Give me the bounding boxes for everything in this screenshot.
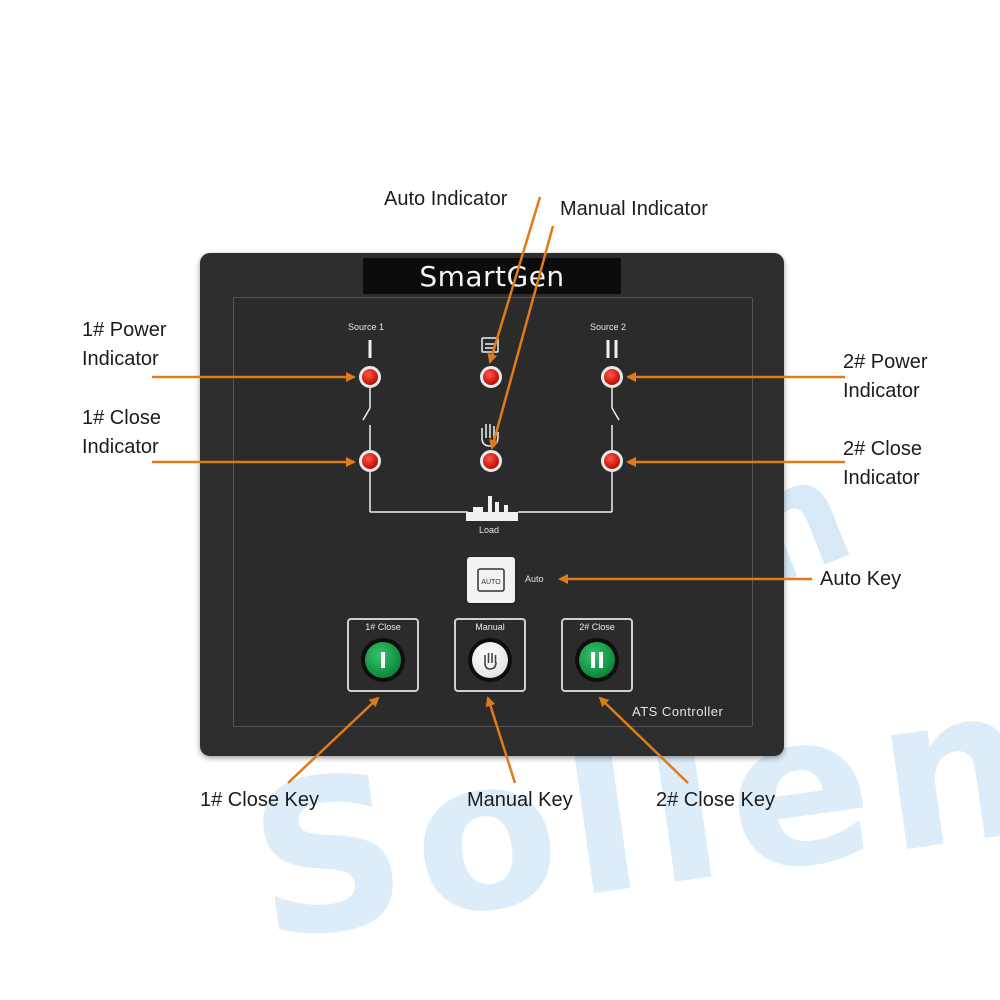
label-1-close-line1: 1# Close	[82, 407, 161, 429]
label-1-close-line2: Indicator	[82, 436, 159, 458]
manual-key[interactable]	[468, 638, 512, 682]
arrow-manual-indicator	[489, 225, 555, 450]
roman-two-icon	[579, 642, 615, 678]
roman-one-icon	[365, 642, 401, 678]
label-2-close-line1: 2# Close	[843, 438, 922, 460]
source2-power-indicator	[601, 366, 623, 388]
arrow-auto-indicator	[487, 196, 542, 364]
switch1-icon	[362, 407, 371, 421]
arrow-2-close-key	[598, 696, 689, 784]
source1-label: Source 1	[348, 322, 385, 332]
load-label: Load	[479, 525, 500, 535]
annotation-arrows	[152, 196, 845, 784]
label-1-close-key: 1# Close Key	[200, 789, 319, 811]
label-2-power-indicator: 2# Power Indicator	[843, 348, 928, 406]
source1-close-indicator	[359, 450, 381, 472]
label-2-close-indicator: 2# Close Indicator	[843, 435, 922, 493]
arrow-manual-key	[485, 696, 517, 784]
close2-key-frame: 2# Close	[561, 618, 633, 692]
manual-key-frame: Manual	[454, 618, 526, 692]
label-1-close-indicator: 1# Close Indicator	[82, 404, 161, 462]
factory-icon	[466, 496, 518, 521]
close2-key[interactable]	[575, 638, 619, 682]
arrow-1-close-key	[287, 696, 380, 784]
label-2-close-line2: Indicator	[843, 467, 920, 489]
label-1-power-line1: 1# Power	[82, 319, 167, 341]
label-2-power-line2: Indicator	[843, 380, 920, 402]
hand-icon	[481, 424, 499, 447]
hand-icon	[472, 642, 508, 678]
close1-key[interactable]	[361, 638, 405, 682]
label-auto-indicator: Auto Indicator	[384, 188, 508, 210]
source2-label: Source 2	[590, 322, 627, 332]
switch2-icon	[611, 407, 620, 421]
auto-key[interactable]: AUTO	[467, 557, 515, 603]
label-manual-key: Manual Key	[467, 789, 573, 811]
auto-label: Auto	[525, 574, 544, 584]
label-2-close-key: 2# Close Key	[656, 789, 775, 811]
label-1-power-indicator: 1# Power Indicator	[82, 316, 167, 374]
auto-key-text: AUTO	[481, 579, 501, 586]
source1-power-indicator	[359, 366, 381, 388]
label-manual-indicator: Manual Indicator	[560, 198, 708, 220]
manual-key-caption: Manual	[475, 622, 505, 632]
model-label: ATS Controller	[632, 704, 724, 719]
auto-mode-icon: AUTO	[477, 568, 505, 592]
source2-close-indicator	[601, 450, 623, 472]
label-1-power-line2: Indicator	[82, 348, 159, 370]
close1-key-caption: 1# Close	[365, 622, 401, 632]
close1-key-frame: 1# Close	[347, 618, 419, 692]
manual-indicator	[480, 450, 502, 472]
auto-indicator	[480, 366, 502, 388]
label-auto-key: Auto Key	[820, 568, 902, 590]
close2-key-caption: 2# Close	[579, 622, 615, 632]
label-2-power-line1: 2# Power	[843, 351, 928, 373]
